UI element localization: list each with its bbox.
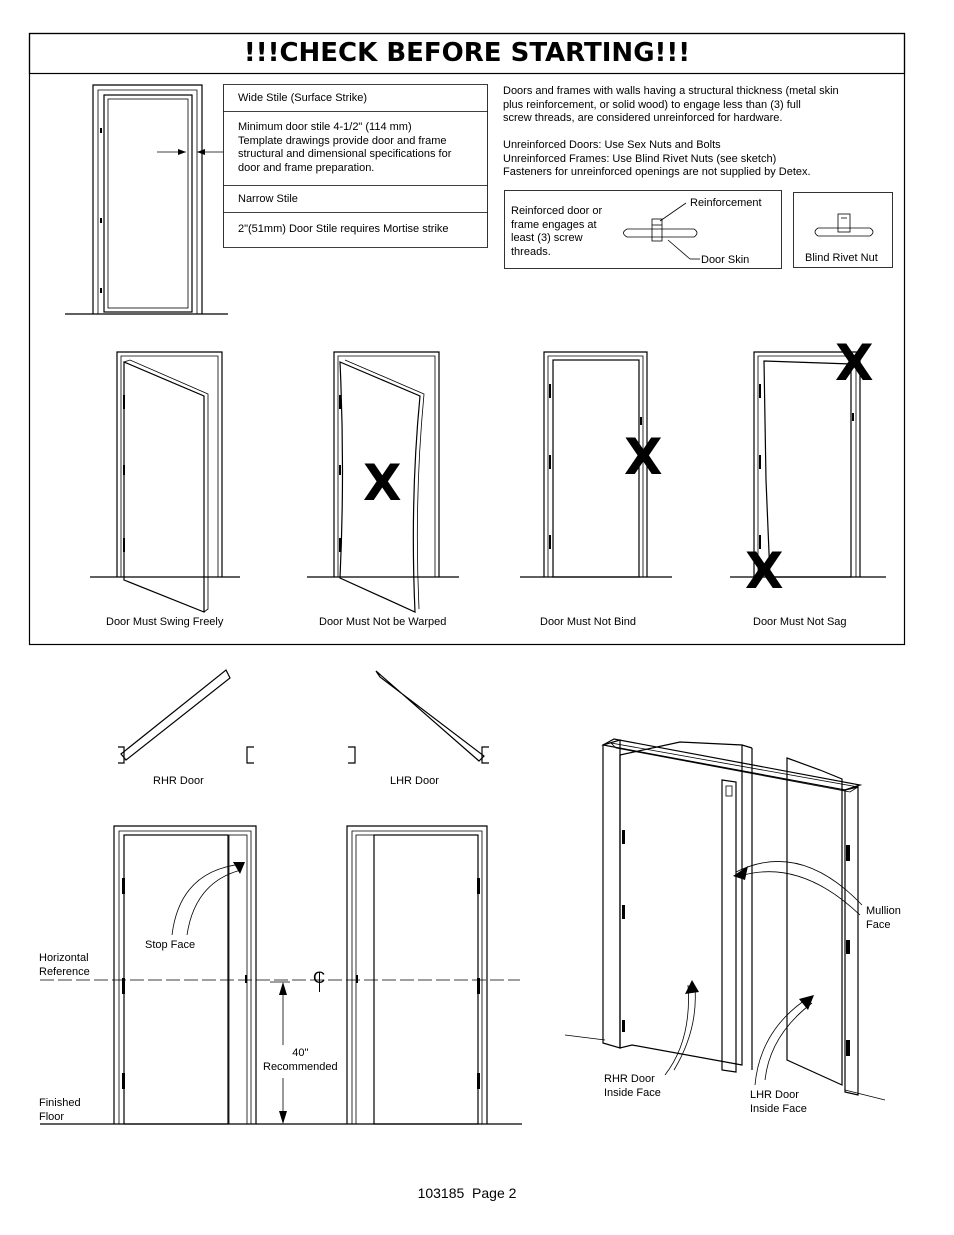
x-mark-warped: X	[363, 454, 402, 512]
unreinforced-note: Unreinforced Doors: Use Sex Nuts and Bol…	[503, 139, 811, 178]
structural-note: Doors and frames with walls having a str…	[503, 85, 839, 124]
reinforcement-sketch	[623, 202, 700, 260]
page-footer: 103185 Page 2	[417, 1185, 517, 1201]
x-mark-sag-bottom: X	[745, 542, 784, 600]
stile-row-minimum: Minimum door stile 4-1/2" (114 mm) Templ…	[238, 121, 452, 174]
door-check-swing	[90, 351, 240, 613]
mullion-face-label: Mullion Face	[866, 905, 901, 931]
stile-row-wide: Wide Stile (Surface Strike)	[238, 92, 367, 104]
centerline-symbol: C	[313, 969, 325, 992]
rhr-elevation-door	[113, 825, 257, 1125]
pair-doors-mullion	[564, 738, 886, 1101]
height-dimension-label: 40" Recommended	[263, 1047, 338, 1073]
stile-door-drawing	[65, 84, 228, 315]
lhr-elevation-door	[346, 825, 488, 1125]
title-box-border	[28, 32, 906, 75]
door-skin-label: Door Skin	[701, 254, 750, 266]
door-check-label-swing: Door Must Swing Freely	[106, 616, 224, 628]
finished-floor-label: Finished Floor	[39, 1097, 81, 1123]
blind-rivet-sketch	[814, 213, 874, 237]
x-mark-bind: X	[624, 428, 663, 486]
door-check-warped	[307, 351, 459, 613]
door-check-bind	[520, 351, 672, 578]
rhr-door-label: RHR Door	[153, 775, 204, 787]
page-title: !!!CHECK BEFORE STARTING!!!	[243, 38, 691, 68]
lhr-inside-face-label: LHR Door Inside Face	[750, 1089, 807, 1115]
reinforcement-label: Reinforcement	[690, 197, 762, 209]
blind-rivet-box-border	[793, 192, 893, 268]
rhr-inside-face-label: RHR Door Inside Face	[604, 1073, 661, 1099]
horizontal-reference-label: Horizontal Reference	[39, 952, 90, 978]
x-mark-sag-top: X	[835, 334, 874, 392]
stile-row-mortise: 2"(51mm) Door Stile requires Mortise str…	[238, 223, 449, 235]
rhr-plan	[118, 669, 254, 764]
door-check-label-sag: Door Must Not Sag	[753, 616, 847, 628]
lhr-plan	[348, 670, 489, 764]
stop-face-label: Stop Face	[145, 939, 196, 951]
blind-rivet-label: Blind Rivet Nut	[805, 252, 878, 264]
stile-row-narrow: Narrow Stile	[238, 193, 298, 205]
reinforced-text: Reinforced door or frame engages at leas…	[511, 205, 603, 258]
lhr-door-label: LHR Door	[390, 775, 439, 787]
door-check-sag	[730, 351, 886, 578]
door-check-label-warped: Door Must Not be Warped	[319, 616, 447, 628]
dimension-40in	[270, 981, 290, 1124]
reinforced-box-border	[504, 190, 782, 269]
stile-table-lines	[223, 84, 488, 248]
door-check-label-bind: Door Must Not Bind	[540, 616, 636, 628]
